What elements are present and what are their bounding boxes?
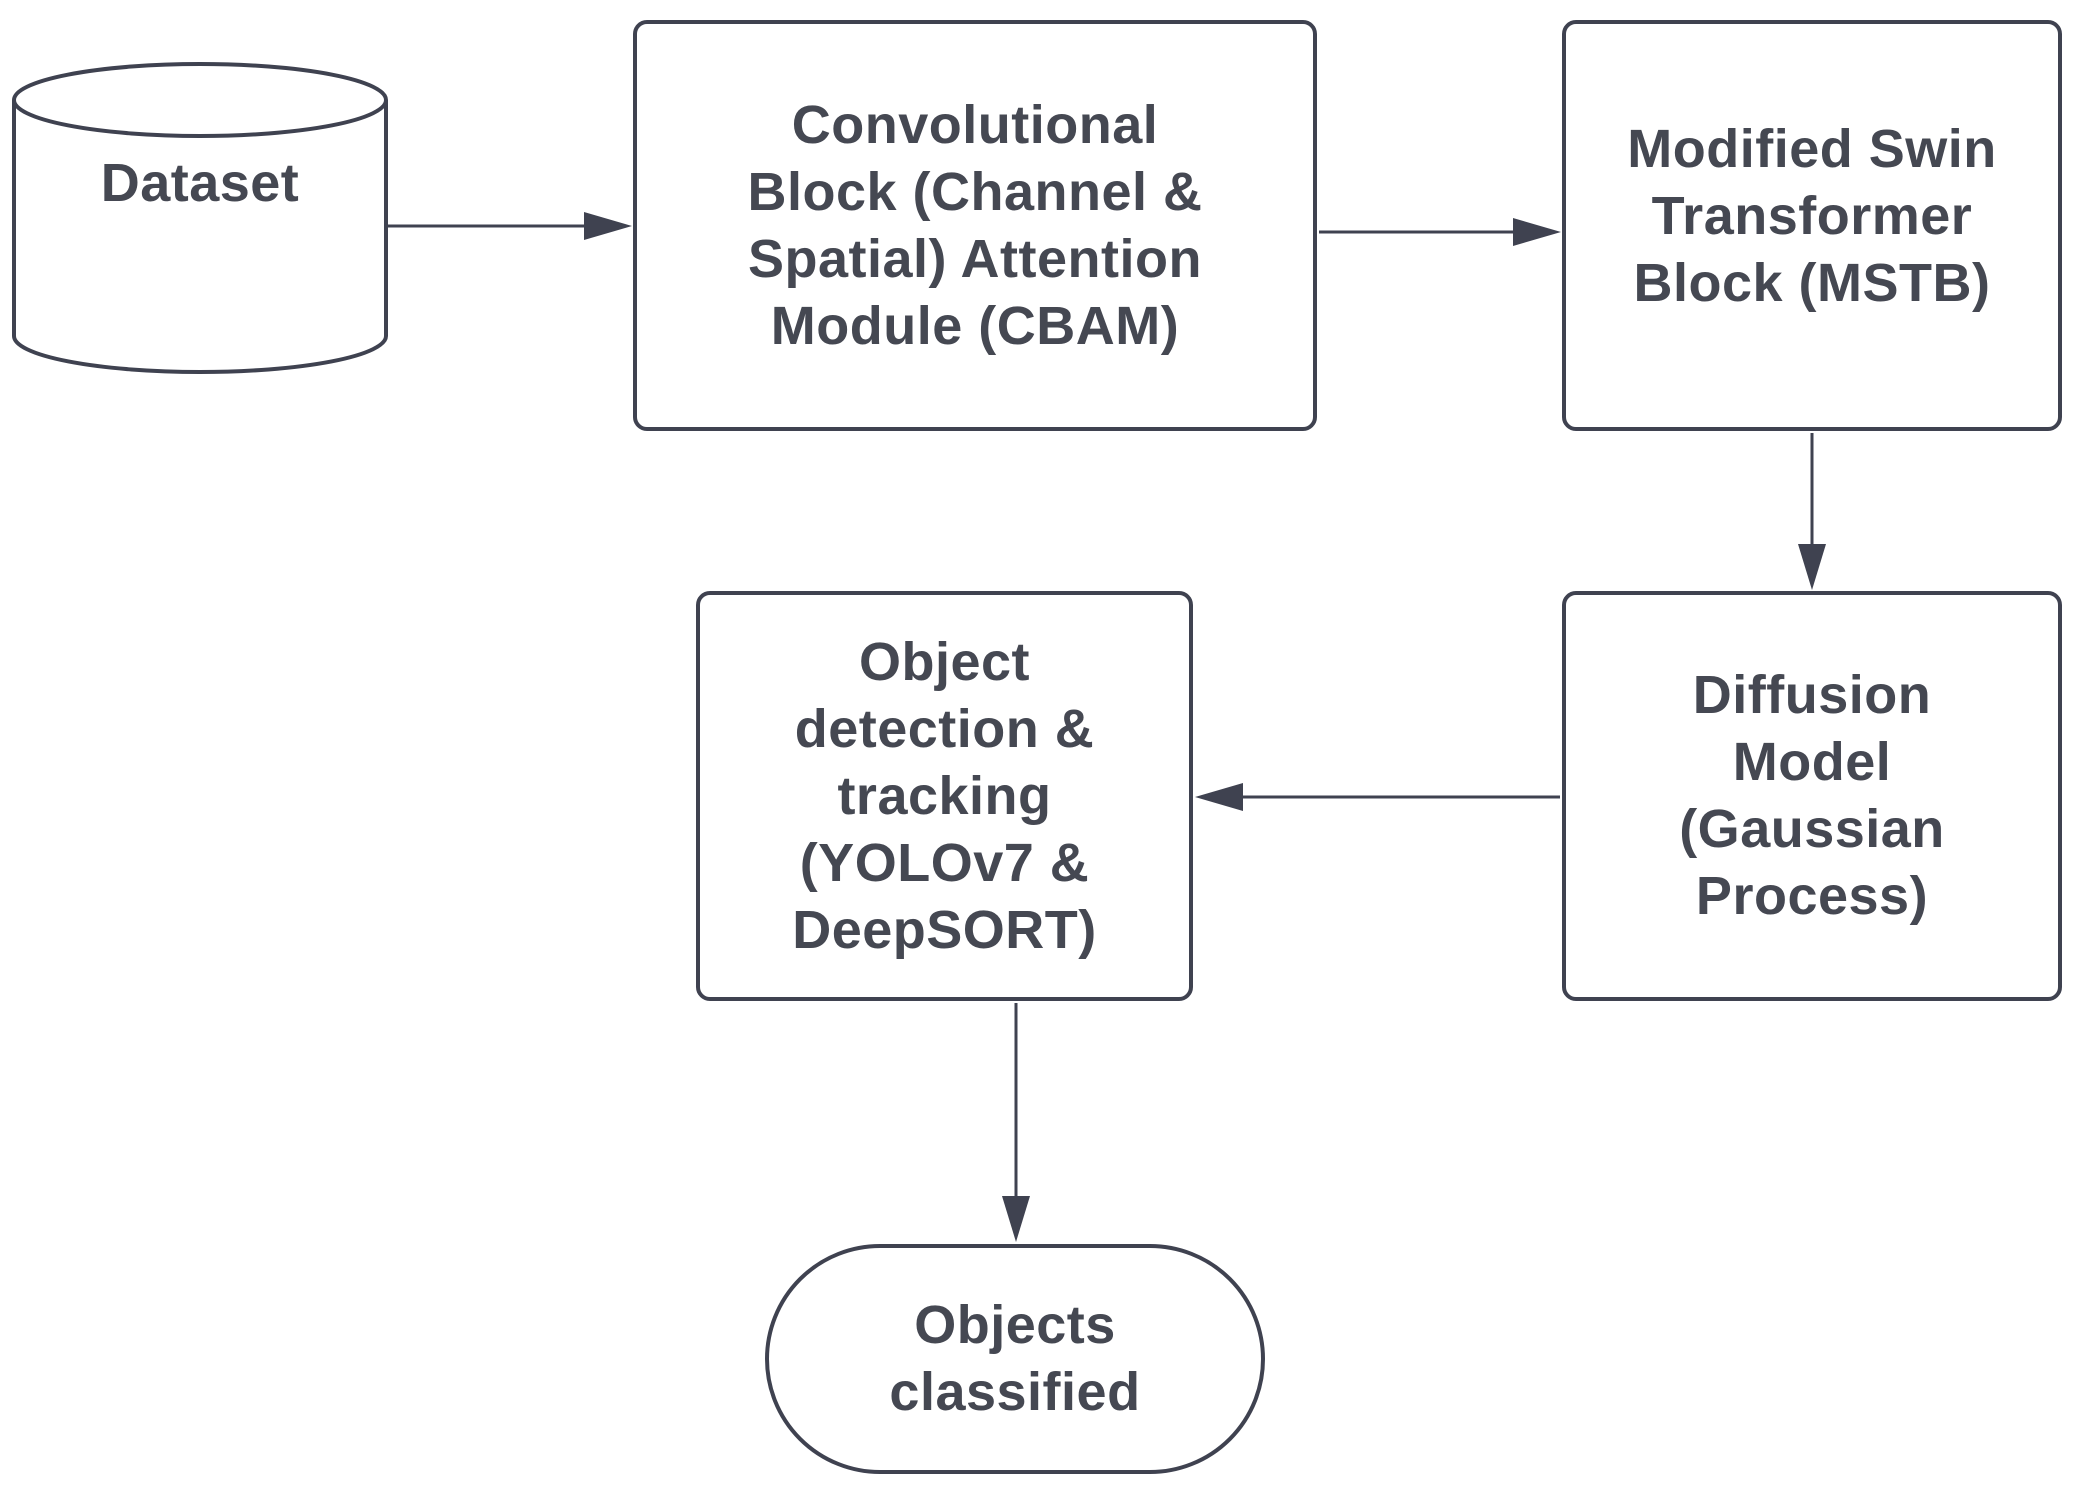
node-mstb-label: Modified Swin Transformer Block (MSTB) bbox=[1627, 119, 1997, 313]
node-cbam-label: Convolutional Block (Channel & Spatial) … bbox=[747, 94, 1203, 356]
edge-yolo-to-objects bbox=[1002, 1003, 1030, 1242]
node-yolo-label: Object detection & tracking (YOLOv7 & De… bbox=[792, 631, 1097, 960]
edge-diffusion-to-yolo bbox=[1195, 783, 1560, 811]
node-cbam: Convolutional Block (Channel & Spatial) … bbox=[633, 20, 1317, 431]
node-yolo: Object detection & tracking (YOLOv7 & De… bbox=[696, 591, 1193, 1001]
edge-dataset-to-cbam bbox=[388, 212, 632, 240]
edge-cbam-to-mstb bbox=[1319, 218, 1561, 246]
node-dataset-shape bbox=[12, 62, 388, 374]
node-diffusion-label: Diffusion Model (Gaussian Process) bbox=[1679, 665, 1945, 926]
node-objects-terminator: Objects classified bbox=[765, 1244, 1265, 1474]
node-objects-label: Objects classified bbox=[889, 1295, 1141, 1422]
node-diffusion: Diffusion Model (Gaussian Process) bbox=[1562, 591, 2062, 1001]
edge-mstb-to-diffusion bbox=[1798, 433, 1826, 590]
node-mstb: Modified Swin Transformer Block (MSTB) bbox=[1562, 20, 2062, 431]
node-dataset-label: Dataset bbox=[100, 153, 300, 213]
